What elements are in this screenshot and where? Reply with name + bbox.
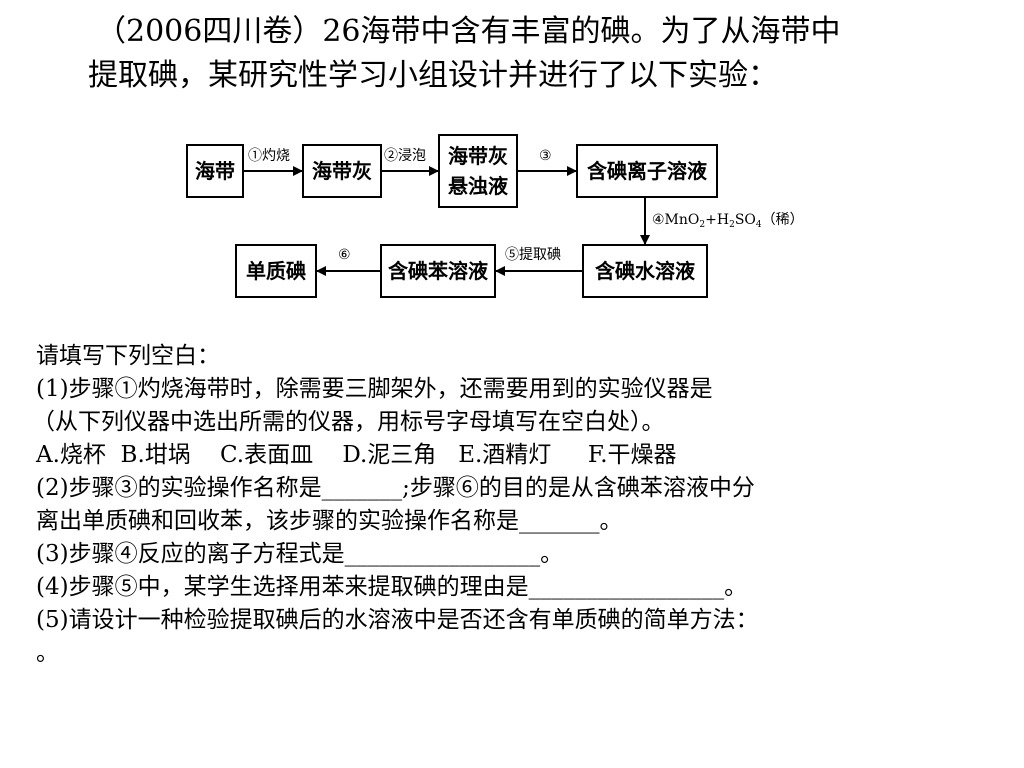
node-elemental-iodine-label: 单质碘: [246, 259, 306, 283]
node-ash-suspension-label-2: 悬浊液: [448, 174, 509, 198]
node-iodide-solution-label: 含碘离子溶液: [587, 159, 708, 183]
node-elemental-iodine: 单质碘: [235, 244, 317, 298]
question-block: 请填写下列空白： (1)步骤①灼烧海带时，除需要三脚架外，还需要用到的实验仪器是…: [32, 340, 996, 670]
node-seaweed-ash-label: 海带灰: [312, 159, 372, 183]
question-1-line-2: （从下列仪器中选出所需的仪器，用标号字母填写在空白处）。: [32, 409, 665, 435]
step-3-label: ③: [539, 148, 552, 164]
arrow-step-4: ④MnO2+H2SO4（稀）: [640, 197, 804, 245]
question-2-line-1: (2)步骤③的实验操作名称是_______;步骤⑥的目的是从含碘苯溶液中分: [36, 475, 755, 501]
step-4-label: ④MnO2+H2SO4（稀）: [652, 212, 804, 230]
question-5-end: 。: [36, 640, 59, 666]
problem-title: （2006四川卷）26海带中含有丰富的碘。为了从海带中 提取碘，某研究性学习小组…: [88, 10, 948, 98]
arrow-step-5: ⑤提取碘: [495, 247, 583, 276]
arrow-step-1: ①灼烧: [243, 148, 303, 176]
question-3: (3)步骤④反应的离子方程式是_________________。: [36, 541, 564, 567]
node-ash-suspension-label-1: 海带灰: [448, 144, 508, 168]
question-4: (4)步骤⑤中，某学生选择用苯来提取碘的理由是_________________…: [36, 574, 748, 600]
node-seaweed: 海带: [186, 144, 244, 198]
node-seaweed-ash: 海带灰: [302, 144, 382, 198]
node-iodine-benzene: 含碘苯溶液: [380, 244, 496, 298]
node-ash-suspension: 海带灰 悬浊液: [438, 134, 518, 208]
node-iodine-water: 含碘水溶液: [582, 244, 708, 298]
title-line-2: 提取碘，某研究性学习小组设计并进行了以下实验：: [88, 58, 778, 93]
instructions: 请填写下列空白：: [36, 343, 220, 369]
question-1-line-1: (1)步骤①灼烧海带时，除需要三脚架外，还需要用到的实验仪器是: [36, 376, 713, 402]
question-5: (5)请设计一种检验提取碘后的水溶液中是否还含有单质碘的简单方法：: [36, 607, 759, 633]
step-2-label: ②浸泡: [384, 148, 426, 164]
node-iodide-solution: 含碘离子溶液: [576, 144, 718, 198]
step-1-label: ①灼烧: [248, 148, 290, 164]
question-2-line-2: 离出单质碘和回收苯，该步骤的实验操作名称是_______。: [36, 508, 623, 534]
arrow-step-2: ②浸泡: [381, 148, 439, 176]
node-iodine-benzene-label: 含碘苯溶液: [388, 259, 489, 283]
title-line-1: （2006四川卷）26海带中含有丰富的碘。为了从海带中: [96, 14, 841, 49]
arrow-step-3: ③: [517, 148, 577, 176]
experiment-flow-diagram: 海带 海带灰 海带灰 悬浊液 含碘离子溶液 含碘水溶液 含碘苯溶液 单质碘 ①灼…: [186, 134, 804, 298]
arrow-step-6: ⑥: [316, 247, 381, 276]
node-seaweed-label: 海带: [195, 159, 235, 183]
step-5-label: ⑤提取碘: [505, 247, 561, 263]
step-6-label: ⑥: [338, 247, 351, 263]
node-iodine-water-label: 含碘水溶液: [595, 259, 696, 283]
question-1-options: A.烧杯 B.坩埚 C.表面皿 D.泥三角 E.酒精灯 F.干燥器: [36, 442, 677, 468]
